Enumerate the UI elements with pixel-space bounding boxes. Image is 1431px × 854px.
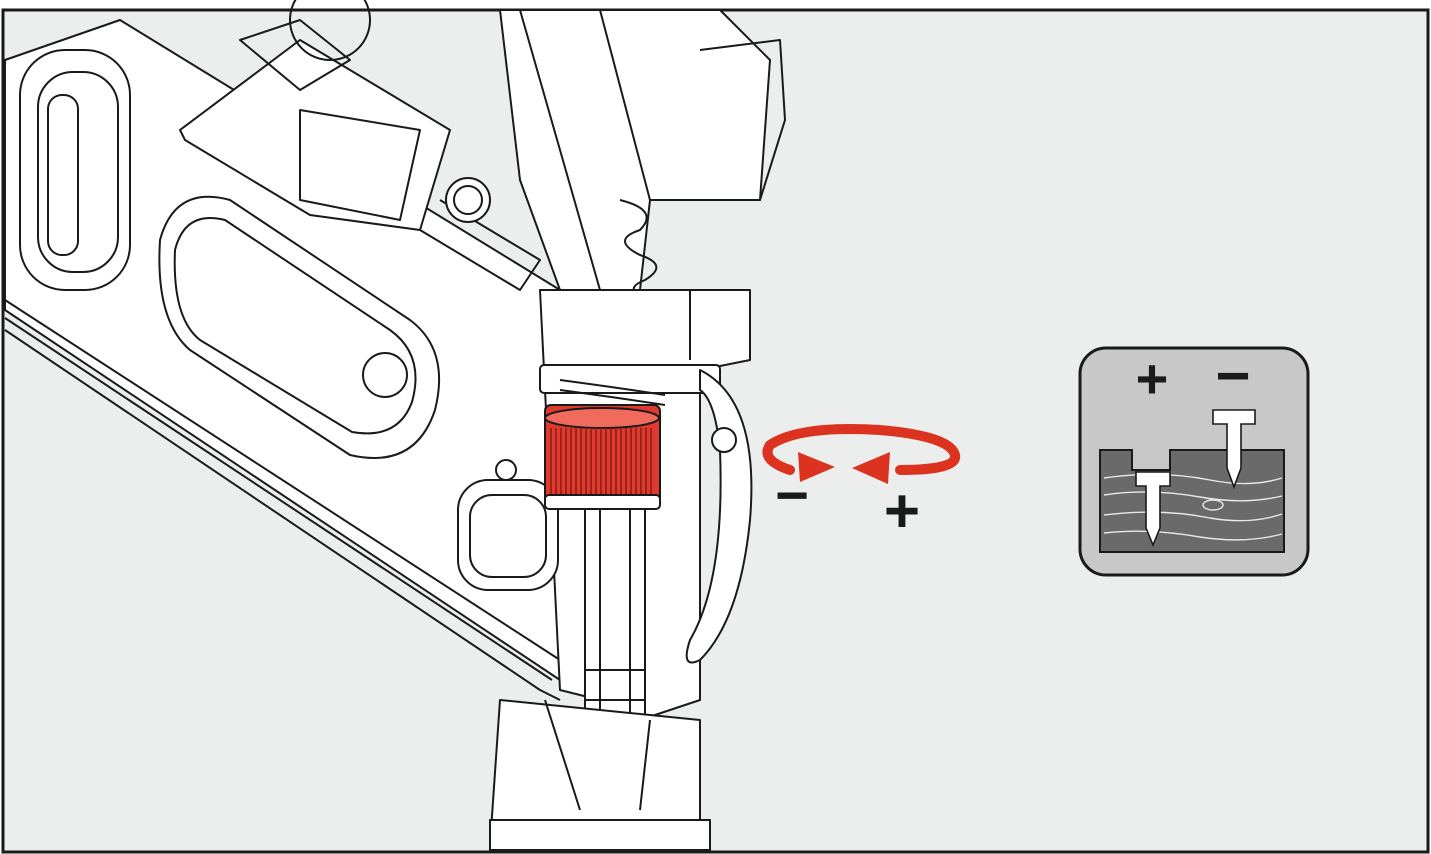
- depth-adjust-wheel-icon: [544, 404, 661, 510]
- depth-plus-label: +: [1136, 347, 1169, 410]
- depth-minus-label: −: [1215, 342, 1250, 409]
- rotation-minus-label: −: [775, 463, 809, 528]
- rotation-plus-label: +: [884, 477, 920, 546]
- rotation-arrows-icon: [762, 424, 961, 484]
- nail-depth-icon: [1078, 346, 1310, 577]
- nailer-body: [4, 0, 786, 851]
